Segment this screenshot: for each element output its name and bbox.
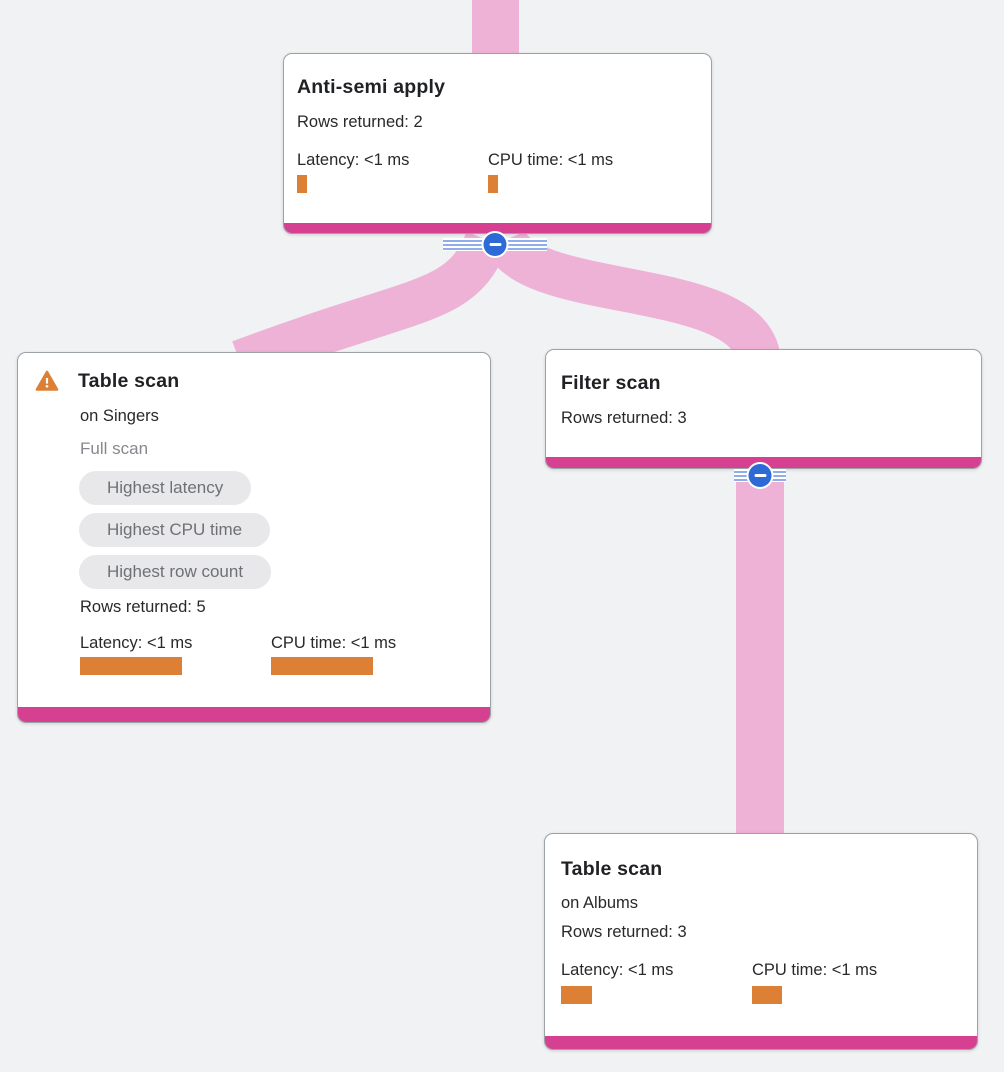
cpu-time-bar	[752, 986, 782, 1004]
node-subtitle: on Albums	[561, 894, 639, 912]
node-title: Anti-semi apply	[297, 76, 446, 98]
warning-icon	[35, 370, 59, 391]
rows-returned: Rows returned: 2	[297, 113, 423, 131]
metrics-row: Latency: <1 ms CPU time: <1 ms	[297, 149, 697, 193]
edge-filter-scan-to-table-scan-albums	[736, 474, 784, 842]
chip-highest-latency: Highest latency	[79, 471, 252, 505]
collapse-button[interactable]	[483, 233, 507, 256]
latency-label: Latency: <1 ms	[80, 634, 193, 652]
node-accent-bar	[546, 457, 981, 468]
edge-anti-semi-apply-to-filter-scan	[484, 228, 781, 367]
rows-returned: Rows returned: 5	[80, 598, 206, 616]
cpu-time-label: CPU time: <1 ms	[752, 961, 878, 979]
cpu-time-metric: CPU time: <1 ms	[271, 632, 462, 675]
node-table-scan-singers[interactable]: Table scan on Singers Full scan Highest …	[17, 352, 491, 723]
rows-returned: Rows returned: 3	[561, 923, 687, 941]
node-accent-bar	[284, 223, 711, 233]
node-title: Filter scan	[561, 372, 661, 394]
chip-highest-row-count: Highest row count	[79, 555, 272, 589]
minus-icon	[489, 243, 501, 246]
metrics-row: Latency: <1 ms CPU time: <1 ms	[561, 959, 963, 1004]
minus-icon	[754, 474, 766, 477]
edge-parent-to-anti-semi-apply	[472, 0, 519, 58]
node-subtitle: on Singers	[80, 407, 159, 425]
latency-bar	[297, 175, 307, 193]
cpu-time-bar	[488, 175, 498, 193]
cpu-time-metric: CPU time: <1 ms	[752, 959, 943, 1004]
latency-metric: Latency: <1 ms	[561, 959, 752, 1004]
collapse-button[interactable]	[748, 464, 772, 487]
metrics-row: Latency: <1 ms CPU time: <1 ms	[80, 632, 476, 675]
badge-chips: Highest latency Highest CPU time Highest…	[79, 471, 476, 589]
cpu-time-label: CPU time: <1 ms	[271, 634, 397, 652]
latency-metric: Latency: <1 ms	[297, 149, 488, 193]
node-filter-scan[interactable]: Filter scan Rows returned: 3	[545, 349, 982, 469]
node-table-scan-albums[interactable]: Table scan on Albums Rows returned: 3 La…	[544, 833, 978, 1050]
latency-metric: Latency: <1 ms	[80, 632, 271, 675]
node-title: Table scan	[78, 370, 180, 392]
latency-label: Latency: <1 ms	[297, 151, 410, 169]
cpu-time-label: CPU time: <1 ms	[488, 151, 614, 169]
node-title-row: Table scan	[35, 368, 476, 394]
scan-mode-label: Full scan	[80, 439, 149, 458]
latency-bar	[80, 657, 182, 675]
cpu-time-metric: CPU time: <1 ms	[488, 149, 679, 193]
rows-returned: Rows returned: 3	[561, 409, 687, 427]
latency-label: Latency: <1 ms	[561, 961, 674, 979]
cpu-time-bar	[271, 657, 373, 675]
collapse-widget-anti-semi-apply	[443, 233, 547, 256]
node-title: Table scan	[561, 858, 663, 880]
node-accent-bar	[545, 1036, 977, 1049]
chip-highest-cpu-time: Highest CPU time	[79, 513, 271, 547]
node-anti-semi-apply[interactable]: Anti-semi apply Rows returned: 2 Latency…	[283, 53, 712, 234]
latency-bar	[561, 986, 592, 1004]
collapse-widget-filter-scan	[734, 464, 786, 487]
node-accent-bar	[18, 707, 490, 722]
edge-anti-semi-apply-to-table-scan-singers	[232, 231, 508, 383]
